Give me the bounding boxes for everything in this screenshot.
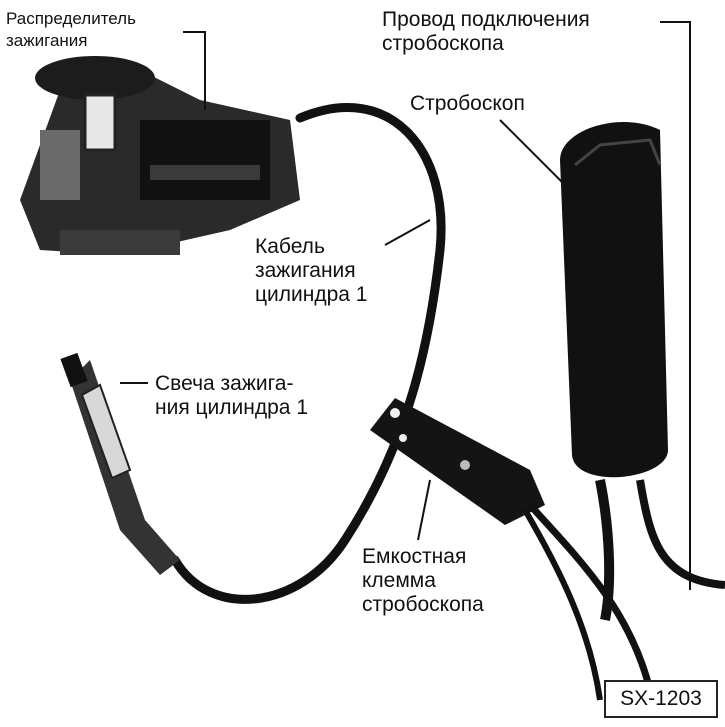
leader-cable bbox=[384, 219, 431, 246]
label-cable-line3: цилиндра 1 bbox=[255, 283, 368, 306]
leader-lines bbox=[120, 21, 691, 590]
label-distributor-line2: зажигания bbox=[6, 31, 88, 50]
leader-strobe bbox=[499, 119, 566, 186]
leader-clamp bbox=[417, 479, 431, 541]
label-strobe-wire: Провод подключения стробоскопа bbox=[382, 8, 590, 56]
ignition-cable bbox=[170, 103, 446, 604]
label-strobe-line1: Стробоскоп bbox=[410, 92, 525, 115]
label-clamp-line2: клемма bbox=[362, 569, 436, 592]
label-strobe-wire-line2: стробоскопа bbox=[382, 32, 504, 55]
label-distributor-line1: Распределитель bbox=[6, 9, 136, 28]
label-cable-line2: зажигания bbox=[255, 259, 356, 282]
leader-distributor bbox=[183, 31, 206, 110]
label-cable: Кабель зажигания цилиндра 1 bbox=[255, 235, 367, 307]
strobe-illustration bbox=[560, 121, 725, 621]
label-distributor: Распределитель зажигания bbox=[6, 8, 136, 52]
label-strobe-wire-line1: Провод подключения bbox=[382, 8, 590, 31]
clamp-illustration bbox=[370, 398, 654, 701]
leader-strobe-wire bbox=[660, 21, 691, 590]
label-clamp: Емкостная клемма стробоскопа bbox=[362, 545, 484, 617]
label-clamp-line3: стробоскопа bbox=[362, 593, 484, 616]
label-spark-plug: Свеча зажига- ния цилиндра 1 bbox=[155, 372, 308, 420]
figure-reference: SX-1203 bbox=[604, 680, 718, 718]
label-clamp-line1: Емкостная bbox=[362, 545, 467, 568]
distributor-illustration bbox=[20, 56, 300, 255]
label-cable-line1: Кабель bbox=[255, 235, 325, 258]
label-spark-plug-line1: Свеча зажига- bbox=[155, 372, 294, 395]
label-strobe: Стробоскоп bbox=[410, 92, 525, 116]
label-spark-plug-line2: ния цилиндра 1 bbox=[155, 396, 308, 419]
spark-plug-illustration bbox=[60, 352, 180, 575]
